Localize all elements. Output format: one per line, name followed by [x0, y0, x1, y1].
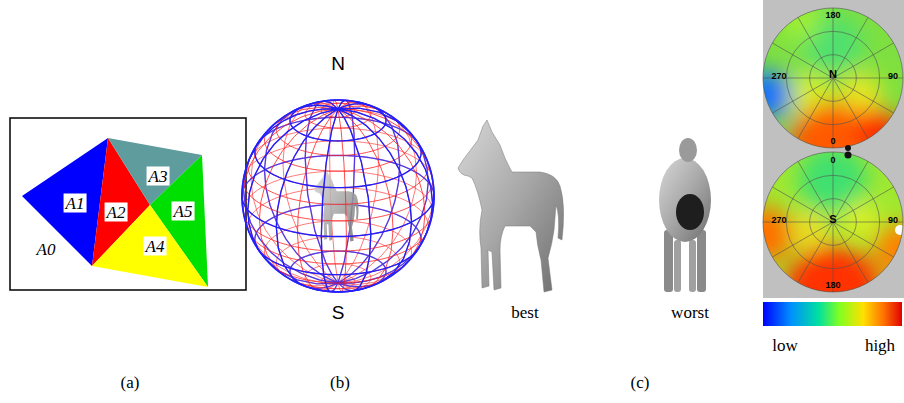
grid-fine [242, 100, 434, 292]
region-label: A4 [144, 237, 167, 256]
pole-label: N [331, 54, 345, 73]
horse-worst [659, 138, 711, 292]
color-bar [763, 302, 902, 326]
polar-ring [763, 152, 903, 292]
polar-spoke [798, 161, 833, 222]
polar-spoke [833, 222, 894, 257]
sphere-front-grid [242, 100, 434, 292]
region-label: A3 [147, 167, 170, 186]
grid-coarse [242, 100, 434, 291]
panel-label: (b) [330, 374, 350, 391]
angle-label: 0 [830, 137, 835, 146]
polar-grid [763, 8, 903, 292]
region-label: A1 [64, 194, 87, 213]
sphere-back-grid [242, 100, 434, 292]
region-label: A2 [105, 203, 128, 222]
angle-label: 90 [888, 72, 898, 81]
polar-spoke [833, 187, 894, 222]
view-label: worst [671, 304, 709, 321]
horse-small [314, 169, 358, 241]
disc-bottom [737, 145, 904, 345]
view-label: best [511, 304, 538, 321]
panel-label: (a) [121, 374, 140, 391]
horse-best [458, 120, 564, 292]
angle-label: 270 [771, 216, 786, 225]
polar-spoke [798, 78, 833, 139]
grid-coarse [242, 100, 434, 291]
angle-label: 180 [825, 281, 840, 290]
sphere-outline [242, 100, 434, 292]
region-label: A0 [37, 241, 56, 258]
pole-label: S [332, 303, 345, 322]
angle-label: 0 [830, 156, 835, 165]
sphere-outline [242, 100, 434, 292]
region-label: A5 [172, 202, 195, 221]
angle-label: 90 [888, 216, 898, 225]
angle-label: 270 [771, 72, 786, 81]
polar-spoke [833, 222, 868, 283]
polar-spoke [833, 43, 894, 78]
polar-spoke [833, 161, 868, 222]
polar-spoke [798, 222, 833, 283]
marker-dots [845, 145, 852, 159]
polar-spoke [772, 222, 833, 257]
polar-spoke [798, 17, 833, 78]
scale-label: high [865, 337, 895, 354]
panel-label: (c) [631, 374, 650, 391]
polar-spoke [772, 78, 833, 113]
scale-label: low [772, 337, 798, 354]
frame-box [10, 118, 246, 290]
polar-ring [763, 8, 903, 148]
polar-spoke [833, 17, 868, 78]
polar-spoke [833, 78, 894, 113]
angle-label: 180 [825, 11, 840, 20]
polar-spoke [833, 78, 868, 139]
pole-label: N [829, 69, 837, 80]
pole-label: S [829, 214, 836, 225]
grid-fine [242, 100, 434, 292]
